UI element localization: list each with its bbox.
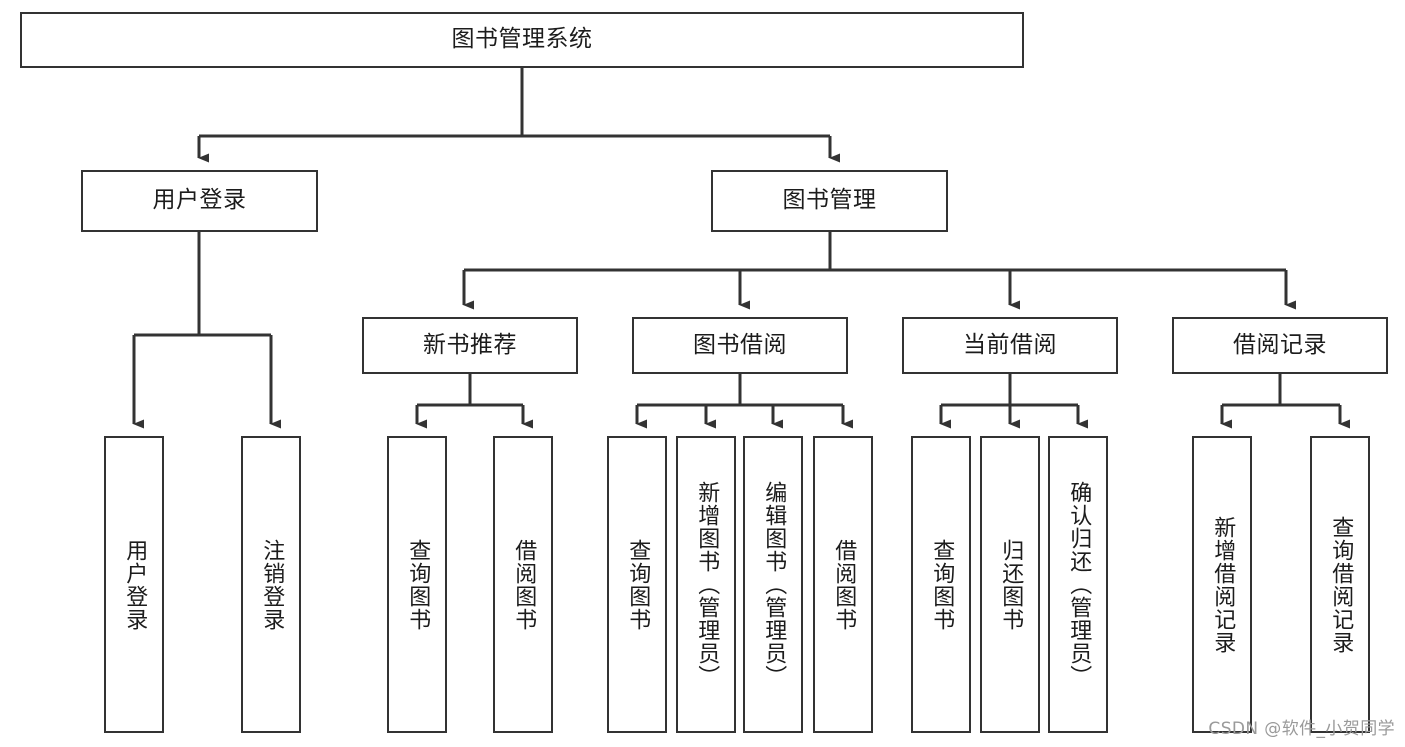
node-leaf-borrow-book-1[interactable]: 借阅图书 [493,436,553,733]
node-leaf-edit-book-label: 编辑图书（管理员） [761,481,787,688]
node-leaf-confirm-return[interactable]: 确认归还（管理员） [1048,436,1108,733]
node-leaf-query-record[interactable]: 查询借阅记录 [1310,436,1370,733]
node-leaf-logout-login[interactable]: 注销登录 [241,436,301,733]
watermark-text: CSDN @软件_小贺同学 [1208,719,1395,739]
node-leaf-edit-book[interactable]: 编辑图书（管理员） [743,436,803,733]
node-borrow-record[interactable]: 借阅记录 [1172,317,1388,374]
node-leaf-query-book-1[interactable]: 查询图书 [387,436,447,733]
node-leaf-return-book-label: 归还图书 [998,538,1024,631]
node-new-book-recommend-label: 新书推荐 [423,331,517,358]
node-new-book-recommend[interactable]: 新书推荐 [362,317,578,374]
node-leaf-add-record-label: 新增借阅记录 [1210,515,1236,654]
node-book-manage-label: 图书管理 [782,187,877,214]
node-root-label: 图书管理系统 [451,26,593,53]
node-leaf-add-record[interactable]: 新增借阅记录 [1192,436,1252,733]
node-leaf-query-book-2[interactable]: 查询图书 [607,436,667,733]
node-leaf-add-book[interactable]: 新增图书（管理员） [676,436,736,733]
node-book-borrow[interactable]: 图书借阅 [632,317,848,374]
node-borrow-record-label: 借阅记录 [1233,331,1327,358]
node-leaf-user-login[interactable]: 用户登录 [104,436,164,733]
node-leaf-return-book[interactable]: 归还图书 [980,436,1040,733]
node-leaf-borrow-book-2[interactable]: 借阅图书 [813,436,873,733]
node-leaf-query-record-label: 查询借阅记录 [1328,515,1354,654]
node-leaf-logout-login-label: 注销登录 [259,538,285,631]
node-current-borrow[interactable]: 当前借阅 [902,317,1118,374]
node-root[interactable]: 图书管理系统 [20,12,1024,68]
node-user-login[interactable]: 用户登录 [81,170,318,232]
node-leaf-query-book-3-label: 查询图书 [929,538,955,631]
node-user-login-label: 用户登录 [152,187,247,214]
node-current-borrow-label: 当前借阅 [963,331,1057,358]
node-leaf-query-book-2-label: 查询图书 [625,538,651,631]
node-leaf-confirm-return-label: 确认归还（管理员） [1066,481,1092,688]
node-leaf-borrow-book-1-label: 借阅图书 [511,538,537,631]
node-book-manage[interactable]: 图书管理 [711,170,948,232]
node-book-borrow-label: 图书借阅 [693,331,787,358]
node-leaf-borrow-book-2-label: 借阅图书 [831,538,857,631]
node-leaf-user-login-label: 用户登录 [122,538,148,631]
node-leaf-query-book-3[interactable]: 查询图书 [911,436,971,733]
node-leaf-query-book-1-label: 查询图书 [405,538,431,631]
node-leaf-add-book-label: 新增图书（管理员） [694,481,720,688]
